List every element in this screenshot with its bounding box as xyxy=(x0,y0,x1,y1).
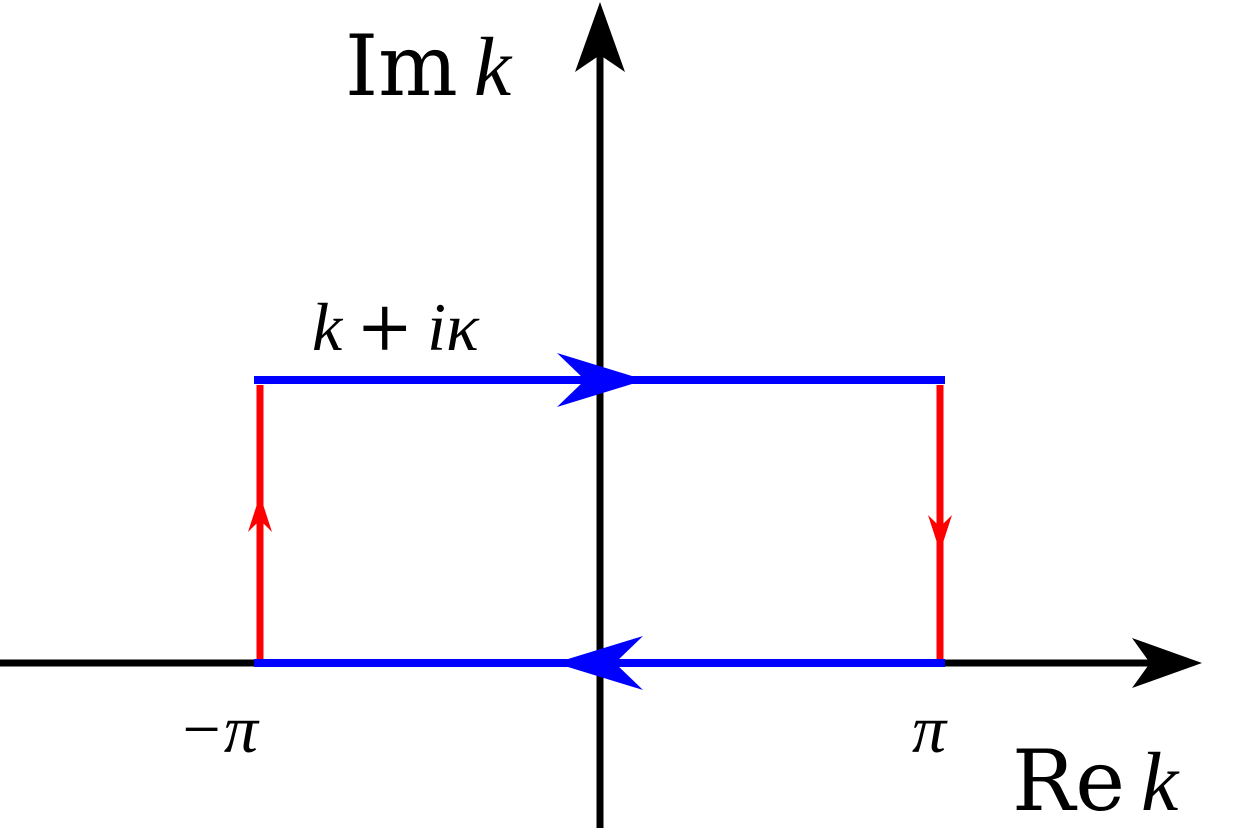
imaginary-axis-arrowhead xyxy=(575,2,625,72)
real-axis-arrowhead xyxy=(1132,638,1202,688)
tick-label-pi: π xyxy=(912,691,948,767)
imaginary-label-prefix: Im xyxy=(345,17,458,115)
top-edge-right-arrow xyxy=(557,353,645,407)
contour-label-plus: + xyxy=(356,288,413,367)
real-label-variable: k xyxy=(1141,736,1180,829)
left-edge-up-arrow xyxy=(248,495,272,532)
contour-label-i-kappa: iκ xyxy=(427,289,480,365)
contour-label: k+iκ xyxy=(312,288,480,367)
right-edge-down-arrow xyxy=(928,515,952,552)
real-label-prefix: Re xyxy=(1012,732,1125,829)
imaginary-label-variable: k xyxy=(474,21,513,114)
bottom-edge-left-arrow xyxy=(555,636,643,690)
contour-label-k: k xyxy=(312,289,344,365)
tick-label-minus-pi: −π xyxy=(178,691,260,767)
